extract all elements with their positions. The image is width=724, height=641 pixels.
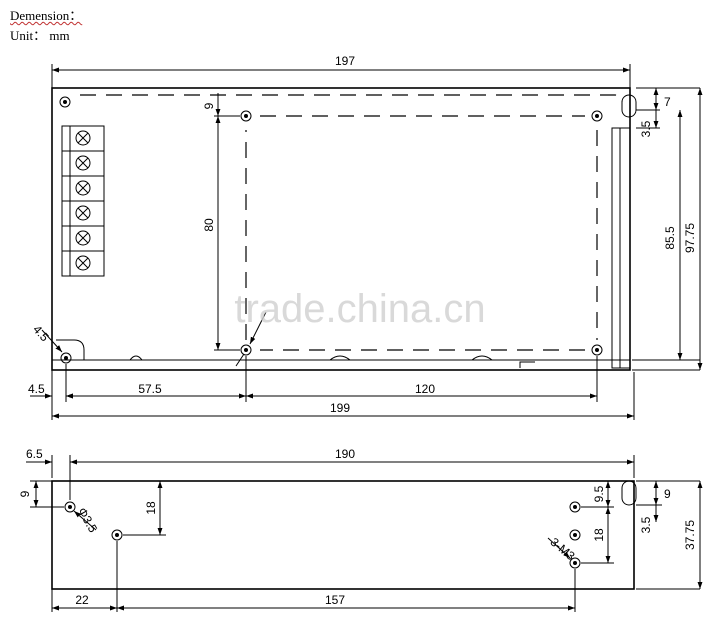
watermark: trade.china.cn [234, 287, 485, 331]
dim-side-right-slot: 3.5 [639, 516, 653, 533]
inner-dashed-top [80, 94, 623, 103]
hole-pattern-dashed [245, 115, 598, 351]
dim-base-length: 199 [330, 401, 350, 415]
dim-hole-top: 9 [202, 102, 216, 109]
terminal-screw-icon [75, 130, 91, 271]
dim-total-height: 97.75 [683, 223, 697, 253]
dim-corner-hole: 4.5 [30, 322, 52, 344]
mounting-hole-icon [64, 501, 581, 569]
dim-screw-spec: 3-M3 [548, 535, 578, 564]
dim-inner-height: 85.5 [663, 226, 677, 250]
dim-top-overall-length: 197 [335, 54, 355, 68]
top-view: 197 9 80 7 3.5 85.5 97.75 4.5 [28, 54, 703, 420]
dimension-title: Demension： [10, 8, 83, 23]
dim-side-hole-height-right: 18 [592, 528, 606, 542]
dim-side-bottom-left: 22 [75, 593, 89, 607]
dim-left-offset: 4.5 [28, 382, 45, 396]
dim-side-right-top: 9 [664, 487, 671, 501]
dim-right-top: 7 [664, 95, 671, 109]
dim-side-hole-height-left: 18 [144, 501, 158, 515]
right-slot [621, 94, 637, 118]
dim-right-slot: 3.5 [639, 120, 653, 137]
corner-notch [56, 339, 85, 360]
terminal-block [61, 125, 105, 277]
base-features [129, 355, 535, 368]
dim-side-left-offset: 6.5 [26, 447, 43, 461]
unit-label: Unit： mm [10, 28, 70, 43]
side-view: 6.5 190 9 Φ3.5 18 9.5 18 3-M3 9 3.5 [18, 447, 703, 612]
dim-side-left-height: 9 [18, 490, 32, 497]
right-bracket [611, 127, 631, 369]
side-view-outline [51, 480, 635, 590]
dim-side-hole-diameter: Φ3.5 [75, 505, 100, 535]
dim-hole-offset: 57.5 [138, 382, 162, 396]
header: Demension： Unit： mm [10, 6, 82, 46]
dim-side-hole-9-5: 9.5 [592, 485, 606, 502]
mounting-hole-icon [59, 96, 603, 364]
dim-hole-height: 80 [202, 218, 216, 232]
dim-hole-spacing: 120 [415, 382, 435, 396]
dim-side-overall-length: 190 [335, 447, 355, 461]
dim-side-total-height: 37.75 [683, 520, 697, 550]
side-right-slot [621, 480, 637, 506]
dim-side-bottom-span: 157 [325, 593, 345, 607]
